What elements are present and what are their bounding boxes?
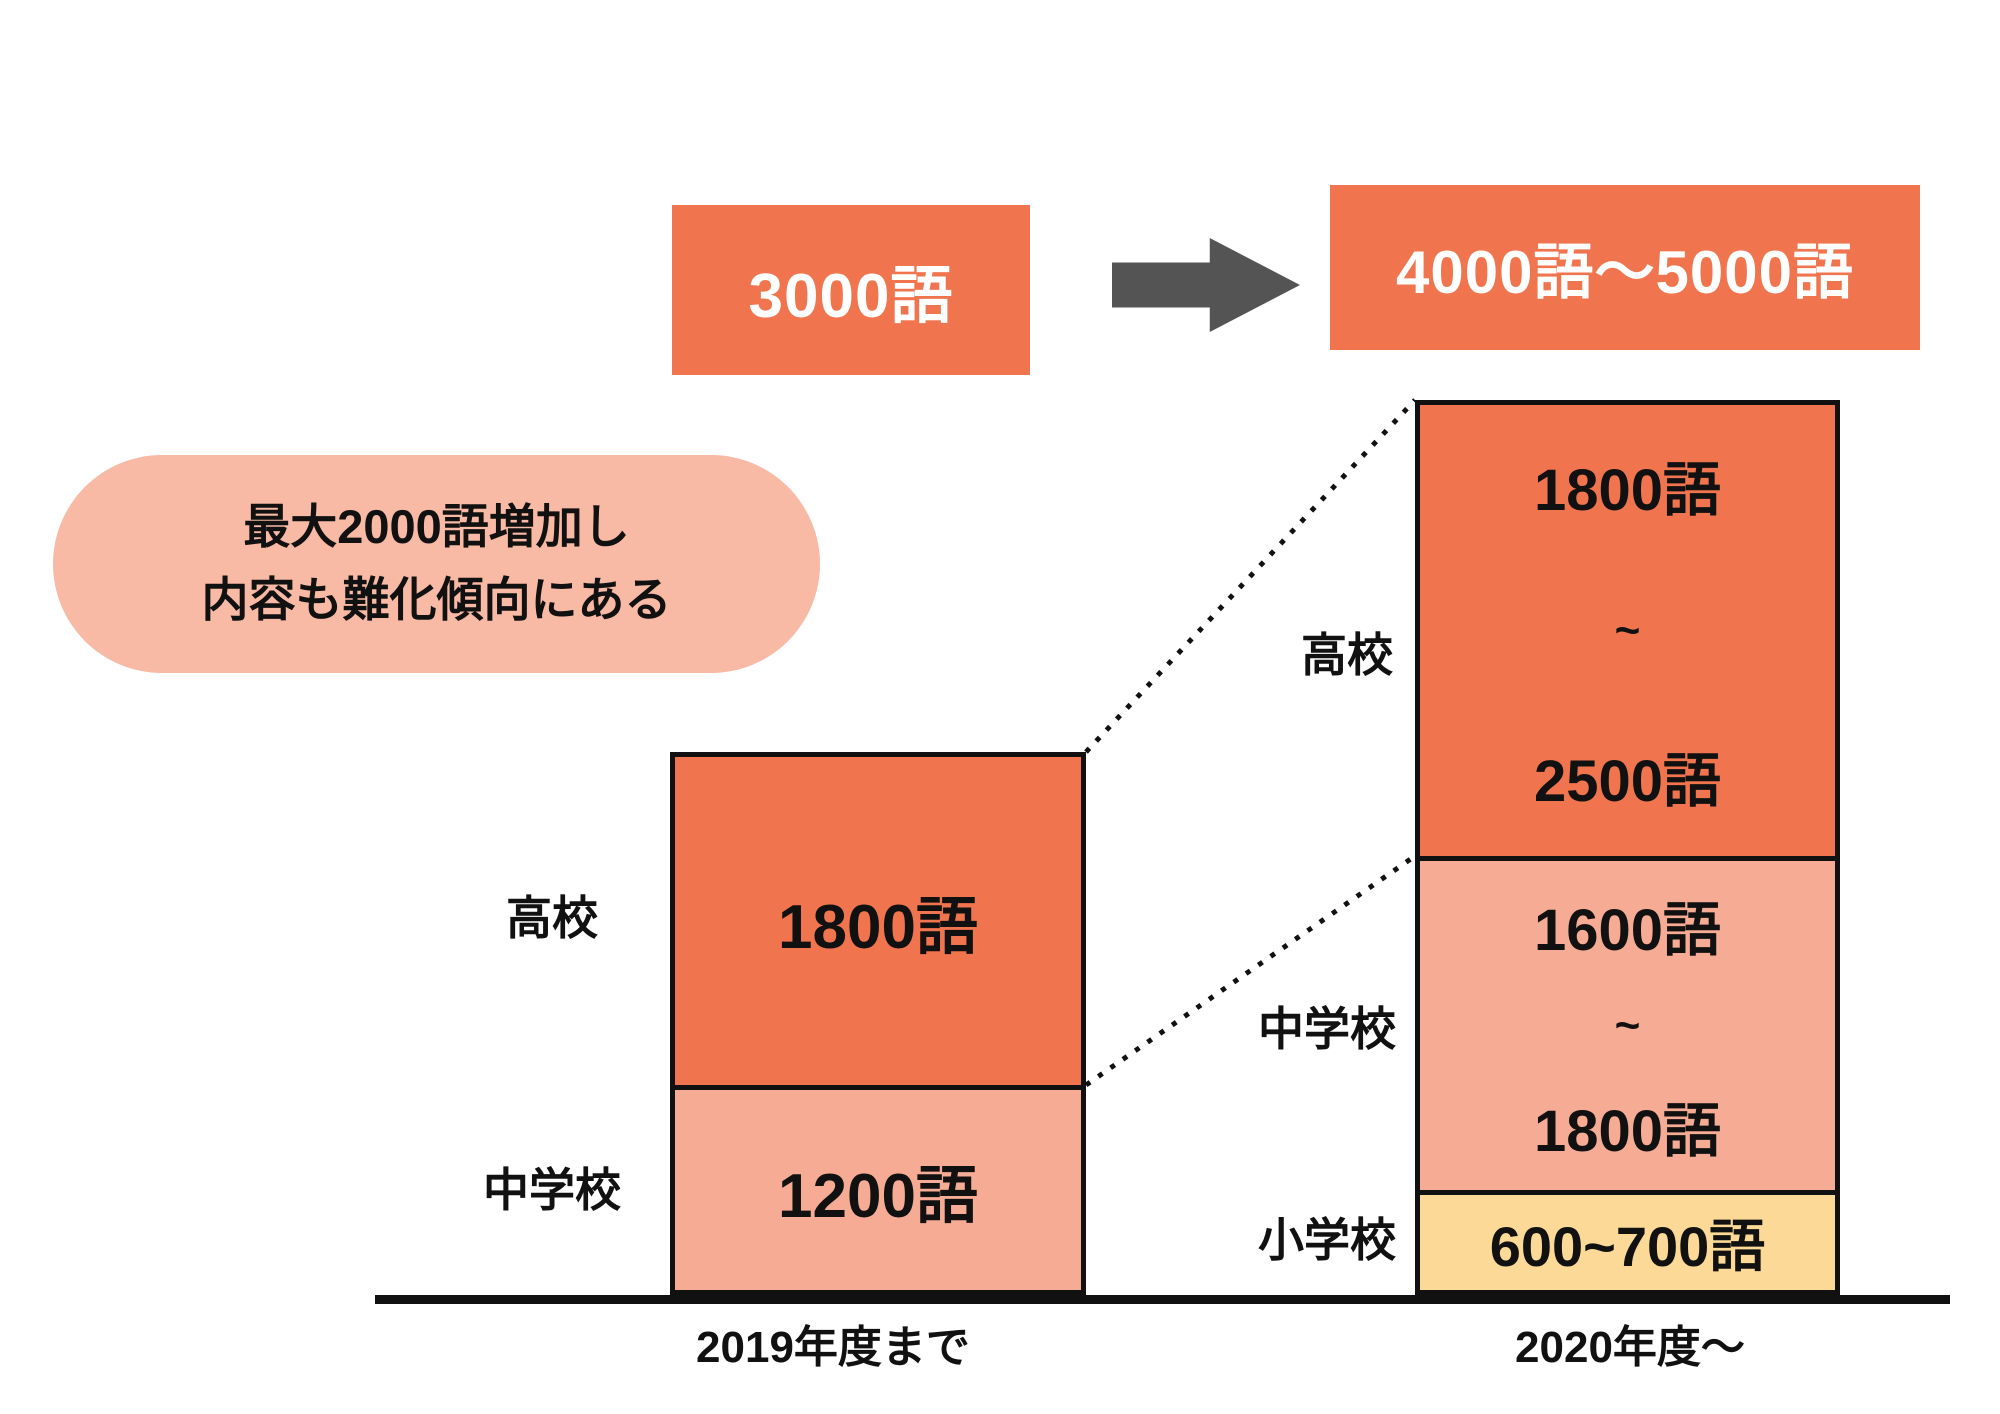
label-2020-juniorhigh: 中学校 bbox=[1258, 1003, 1396, 1055]
bar-2020-elementary-value: 600~700語 bbox=[1489, 1215, 1766, 1278]
bar-2020-elementary-segment: 600~700語 bbox=[1415, 1190, 1840, 1295]
connector-highschool-line bbox=[1084, 398, 1417, 754]
vocab-before-value: 3000語 bbox=[748, 262, 954, 331]
bar-2020-highschool-segment: 1800語 ~ 2500語 bbox=[1415, 400, 1840, 861]
vocab-before-box: 3000語 bbox=[672, 205, 1030, 375]
bar-2019-juniorhigh-segment: 1200語 bbox=[670, 1085, 1086, 1295]
bar-2020-highschool-max: 2500語 bbox=[1533, 749, 1722, 814]
callout-line-1: 最大2000語増加し bbox=[243, 500, 630, 554]
label-2020-highschool: 高校 bbox=[1301, 629, 1393, 681]
label-2019-juniorhigh: 中学校 bbox=[483, 1164, 621, 1216]
bar-2020-juniorhigh-min: 1600語 bbox=[1533, 898, 1722, 963]
label-2019-highschool: 高校 bbox=[506, 892, 598, 944]
vocab-after-value: 4000語〜5000語 bbox=[1396, 239, 1854, 306]
axis-label-2019: 2019年度まで bbox=[696, 1323, 970, 1372]
vocab-after-box: 4000語〜5000語 bbox=[1330, 185, 1920, 350]
right-arrow-icon bbox=[1112, 238, 1300, 332]
baseline-axis bbox=[375, 1295, 1950, 1304]
axis-label-2020: 2020年度〜 bbox=[1515, 1323, 1745, 1372]
callout-line-2: 内容も難化傾向にある bbox=[201, 573, 672, 626]
bar-2020-juniorhigh-segment: 1600語 ~ 1800語 bbox=[1415, 856, 1840, 1195]
callout-bubble: 最大2000語増加し 内容も難化傾向にある bbox=[53, 455, 820, 673]
bar-2019-highschool-segment: 1800語 bbox=[670, 752, 1086, 1090]
label-2020-elementary: 小学校 bbox=[1258, 1214, 1396, 1266]
bar-2020-juniorhigh-max: 1800語 bbox=[1533, 1099, 1722, 1164]
bar-2019-highschool-value: 1800語 bbox=[778, 893, 978, 962]
bar-2020-highschool-min: 1800語 bbox=[1533, 458, 1722, 523]
bar-2020-juniorhigh-tilde: ~ bbox=[1614, 1000, 1641, 1050]
bar-2019-juniorhigh-value: 1200語 bbox=[778, 1162, 978, 1231]
bar-2020-highschool-tilde: ~ bbox=[1614, 605, 1641, 655]
